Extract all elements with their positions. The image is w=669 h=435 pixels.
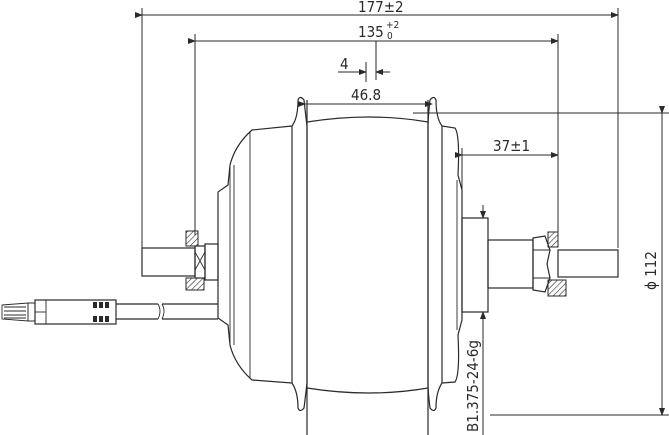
dim-135-tol-upper: +2 xyxy=(386,20,399,31)
dimension-freewheel-offset: 37±1 xyxy=(455,137,559,215)
dimension-offset-4: 4 xyxy=(338,41,390,82)
dimension-thread-spec: B1.375-24-6g xyxy=(464,205,486,435)
cable-connector xyxy=(1,299,218,325)
right-axle xyxy=(461,217,619,313)
dim-4-label: 4 xyxy=(340,55,349,73)
dimension-flange-diameter: ϕ 112 xyxy=(413,106,669,416)
dimension-dropout-spacing: 135 +2 0 xyxy=(188,20,559,235)
dim-177-label: 177±2 xyxy=(358,0,404,16)
motor-body xyxy=(217,96,463,435)
dim-135-label: 135 xyxy=(358,23,384,41)
dimension-flange-spacing: 46.8 xyxy=(298,86,433,107)
thread-spec-label: B1.375-24-6g xyxy=(464,340,482,432)
left-axle xyxy=(141,230,219,291)
dimension-overall-length: 177±2 xyxy=(135,0,619,248)
dim-37-label: 37±1 xyxy=(493,137,530,155)
dim-112-label: ϕ 112 xyxy=(642,251,660,290)
dim-135-tol-lower: 0 xyxy=(387,31,393,42)
dim-46-8-label: 46.8 xyxy=(351,86,381,104)
